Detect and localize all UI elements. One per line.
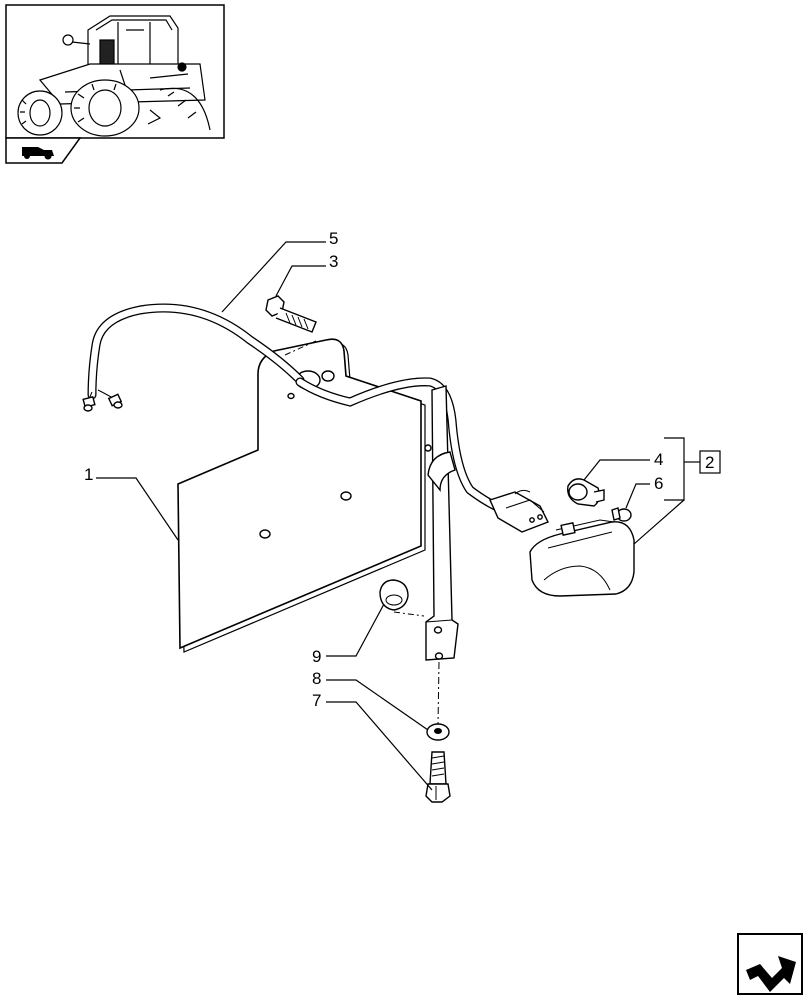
- callout-1: 1: [84, 465, 93, 484]
- callout-2-box: [699, 450, 721, 474]
- leader-line-2: [633, 499, 685, 545]
- callout-6: 6: [654, 474, 663, 493]
- bolt: [425, 751, 451, 803]
- next-page-arrow-icon[interactable]: [737, 933, 803, 995]
- screw-top: [265, 295, 317, 333]
- callout-3: 3: [329, 252, 338, 271]
- callout-5: 5: [329, 229, 338, 248]
- bulb-holder: [567, 478, 605, 507]
- leader-line-7: [326, 701, 433, 791]
- bracket-2: [664, 437, 685, 501]
- leader-line-5: [221, 241, 326, 313]
- washer: [426, 723, 450, 741]
- leader-line-6: [625, 483, 650, 509]
- lamp-support-arm: [424, 385, 459, 661]
- bulb: [611, 507, 632, 522]
- callout-4: 4: [654, 450, 663, 469]
- tractor-thumbnail-icon[interactable]: [5, 4, 225, 139]
- leader-line-4: [583, 459, 650, 481]
- leader-line-9: [326, 603, 385, 657]
- tractor-symbol-icon: [5, 137, 82, 164]
- leader-line-8: [326, 679, 429, 731]
- callout-7: 7: [312, 691, 321, 710]
- license-plate-lamp: [529, 519, 635, 597]
- callout-2: 2: [705, 453, 714, 472]
- grommet: [379, 579, 409, 611]
- callout-9: 9: [312, 647, 321, 666]
- leader-line-3: [275, 265, 326, 297]
- plate-bracket: [177, 338, 426, 653]
- leader-line-1: [96, 477, 179, 541]
- callout-8: 8: [312, 669, 321, 688]
